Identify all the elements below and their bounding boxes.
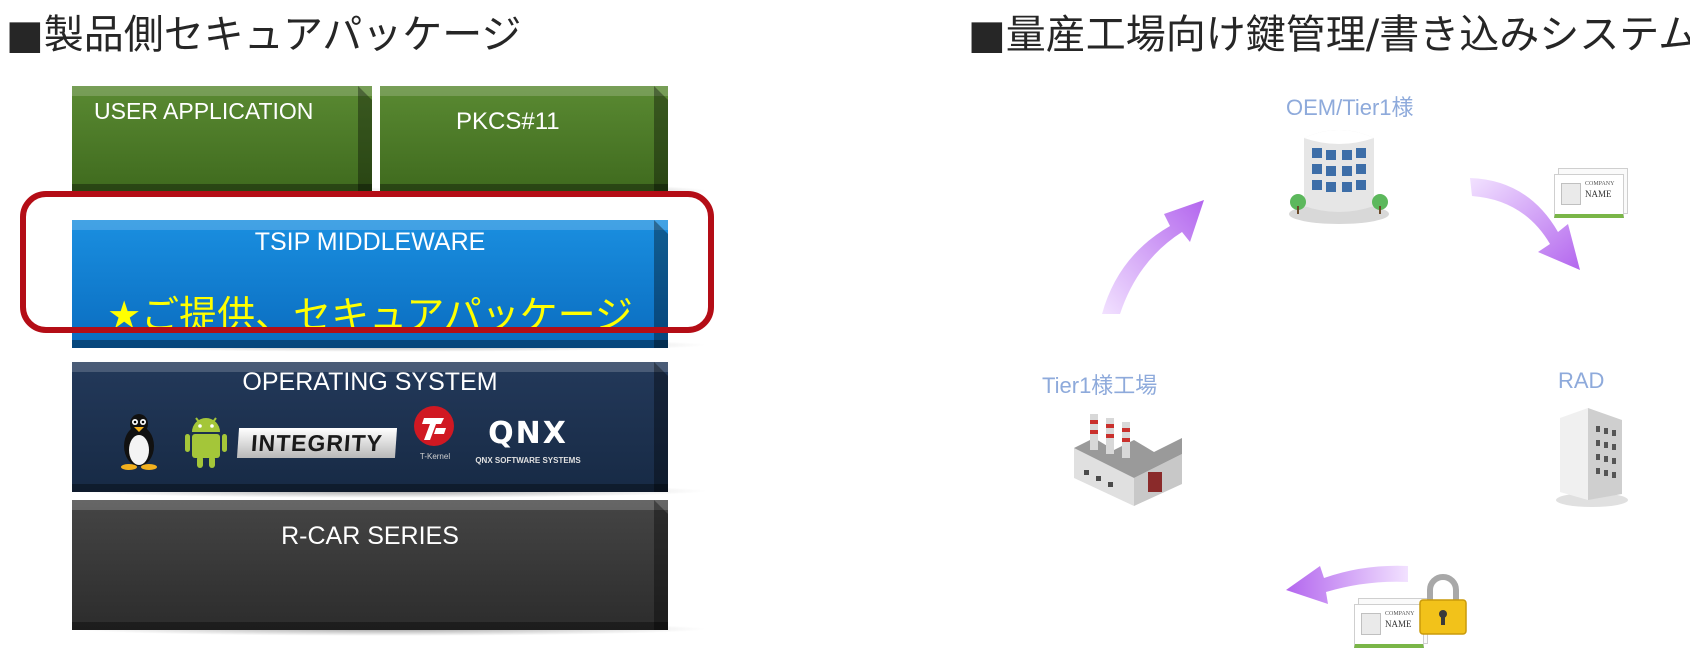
arrow-left-icon [1286,565,1408,604]
operating-system-label: OPERATING SYSTEM [242,368,498,396]
t-kernel-logo: T-Kernel [410,402,460,470]
pkcs11-block: PKCS#11 [380,86,668,192]
card-company-text: COMPANY [1585,181,1615,187]
linux-penguin-icon [121,414,157,470]
right-heading: ■量産工場向け鍵管理/書き込みシステム [968,12,1690,58]
rad-building-icon [1556,408,1628,507]
t-kernel-text: T-Kernel [419,452,451,461]
highlight-frame [20,191,714,333]
office-building-icon [1289,130,1389,224]
integrity-text: INTEGRITY [250,430,384,456]
tsip-middleware-block: TSIP MIDDLEWARE ★ご提供、セキュアパッケージ [72,220,668,348]
qnx-text: QNX [488,416,568,451]
factory-icon [1074,414,1182,506]
left-heading: ■製品側セキュアパッケージ [6,12,522,58]
pkcs11-label: PKCS#11 [456,108,560,135]
business-card-icon: COMPANY NAME [1552,168,1628,220]
padlock-icon [1419,574,1467,635]
user-application-label: USER APPLICATION [94,98,314,124]
oem-tier1-label: OEM/Tier1様 [1286,95,1414,120]
r-car-series-label: R-CAR SERIES [281,522,459,550]
integrity-logo: INTEGRITY [236,428,398,458]
t-kernel-icon [414,406,454,446]
rad-label: RAD [1558,368,1605,393]
r-car-series-block: R-CAR SERIES [72,500,668,630]
arrow-up-right-icon [1102,200,1204,314]
qnx-subtitle: QNX SOFTWARE SYSTEMS [475,456,581,465]
operating-system-block: OPERATING SYSTEM INTEGRITY [72,362,668,492]
arrow-down-right-icon [1470,178,1580,270]
card-name-text-2: NAME [1385,619,1412,629]
qnx-logo: QNX QNX SOFTWARE SYSTEMS [472,416,584,472]
tier1-factory-label: Tier1様工場 [1042,373,1158,398]
locked-business-card-icon: COMPANY NAME [1352,598,1436,650]
tsip-middleware-label: TSIP MIDDLEWARE [254,228,486,256]
card-company-text-2: COMPANY [1385,611,1415,617]
user-application-block: USER APPLICATION [72,86,372,192]
card-name-text: NAME [1585,189,1612,199]
android-icon [185,417,227,468]
